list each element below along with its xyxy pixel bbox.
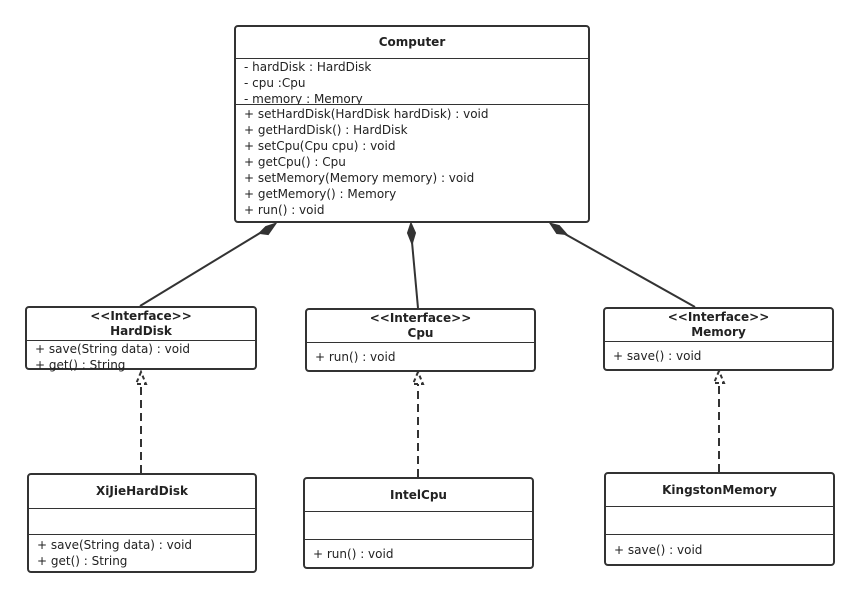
interface-memory[interactable]: <<Interface>> Memory + save() : void <box>603 307 834 371</box>
triangle-arrow-icon <box>712 368 726 384</box>
methods: + run() : void <box>305 540 532 562</box>
class-name: KingstonMemory <box>606 474 833 507</box>
composition-harddisk <box>139 232 261 307</box>
method: + get() : String <box>35 358 126 372</box>
method: + save(String data) : void <box>37 538 193 552</box>
stereotype: <<Interface>> <box>90 309 192 323</box>
diamond-icon <box>406 221 417 247</box>
class-name: IntelCpu <box>305 479 532 512</box>
method: + save() : void <box>614 543 703 557</box>
method: + setHardDisk(HardDisk hardDisk) : void <box>244 107 489 121</box>
class-header: <<Interface>> Cpu <box>307 310 534 343</box>
class-computer[interactable]: Computer - hardDisk : HardDisk - cpu :Cp… <box>234 25 590 223</box>
stereotype: <<Interface>> <box>667 310 770 324</box>
attributes <box>606 507 833 535</box>
class-name: Cpu <box>407 326 434 340</box>
methods: + save(String data) : void + get() : Str… <box>27 341 255 373</box>
method: + run() : void <box>313 547 394 561</box>
attribute: - cpu :Cpu <box>244 76 306 90</box>
methods: + setHardDisk(HardDisk hardDisk) : void … <box>236 105 588 218</box>
attribute: - hardDisk : HardDisk <box>244 60 372 74</box>
method: + run() : void <box>244 203 325 217</box>
method: + getMemory() : Memory <box>244 187 397 201</box>
method: + run() : void <box>315 350 396 364</box>
class-name: HardDisk <box>110 324 172 338</box>
method: + save(String data) : void <box>35 342 191 356</box>
interface-cpu[interactable]: <<Interface>> Cpu + run() : void <box>305 308 536 372</box>
attributes <box>305 512 532 540</box>
class-intelcpu[interactable]: IntelCpu + run() : void <box>303 477 534 569</box>
methods: + save() : void <box>605 342 832 364</box>
method: + getCpu() : Cpu <box>244 155 346 169</box>
class-name: Computer <box>236 27 588 59</box>
composition-cpu <box>411 241 419 309</box>
attributes <box>29 509 255 535</box>
class-header: <<Interface>> Memory <box>605 309 832 342</box>
methods: + save(String data) : void + get() : Str… <box>29 535 255 569</box>
methods: + run() : void <box>307 343 534 365</box>
class-xijieharddisk[interactable]: XiJieHardDisk + save(String data) : void… <box>27 473 257 573</box>
method: + getHardDisk() : HardDisk <box>244 123 408 137</box>
method: + get() : String <box>37 554 128 568</box>
diamond-icon <box>548 222 569 236</box>
composition-memory <box>564 233 696 308</box>
stereotype: <<Interface>> <box>369 311 472 325</box>
class-name: Memory <box>691 325 746 339</box>
triangle-arrow-icon <box>134 369 148 385</box>
method: + setCpu(Cpu cpu) : void <box>244 139 396 153</box>
method: + save() : void <box>613 349 702 363</box>
attribute: - memory : Memory <box>244 92 363 105</box>
interface-harddisk[interactable]: <<Interface>> HardDisk + save(String dat… <box>25 306 257 373</box>
triangle-arrow-icon <box>411 369 425 385</box>
method: + setMemory(Memory memory) : void <box>244 171 475 185</box>
methods: + save() : void <box>606 535 833 558</box>
attributes: - hardDisk : HardDisk - cpu :Cpu - memor… <box>236 59 588 105</box>
diamond-icon <box>257 222 278 236</box>
class-name: XiJieHardDisk <box>29 475 255 509</box>
class-kingstonmemory[interactable]: KingstonMemory + save() : void <box>604 472 835 566</box>
class-header: <<Interface>> HardDisk <box>27 308 255 341</box>
